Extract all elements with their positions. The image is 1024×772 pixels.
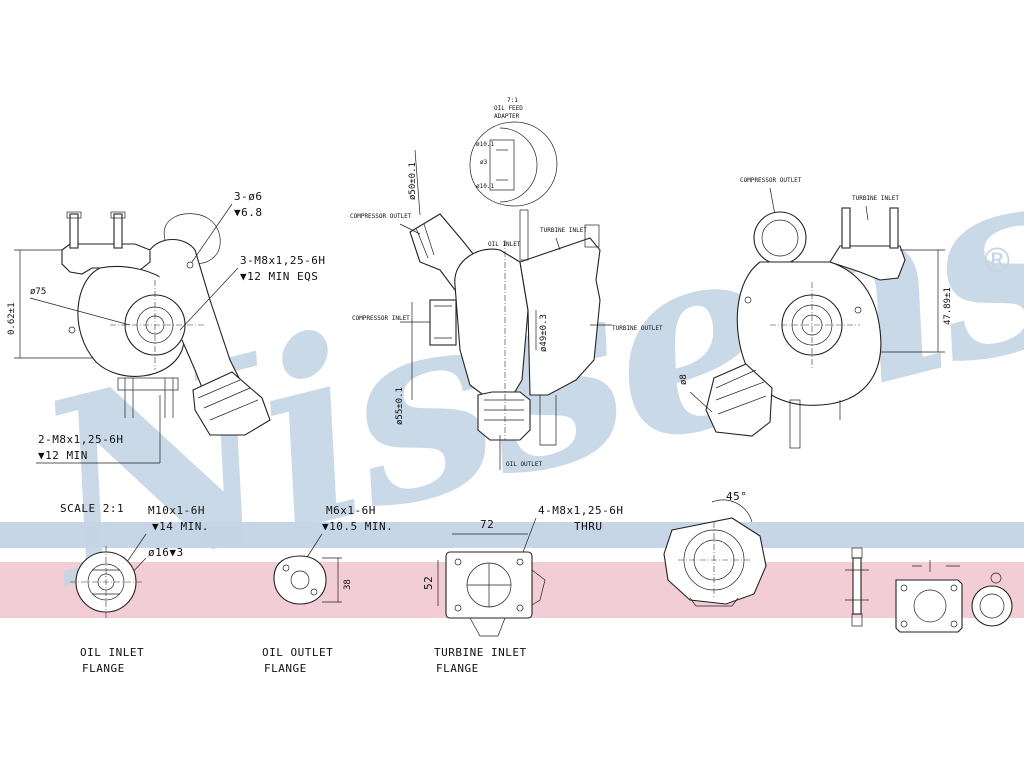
center-oil-inlet: OIL INLET	[488, 241, 521, 248]
detail-sub2: ADAPTER	[494, 113, 520, 120]
oil-outlet-thread: M6x1-6H	[326, 504, 376, 517]
turbo-left-view: 0.62±1 ø75 3-ø6 ▼6.8 3-M8x1,25-6H ▼12 MI…	[7, 190, 325, 464]
left-dim-height: 0.62±1	[7, 302, 17, 335]
oil-inlet-label2: FLANGE	[82, 662, 125, 675]
center-oil-outlet: OIL OUTLET	[506, 461, 543, 468]
center-dim-bottom: ø55±0.1	[395, 387, 405, 425]
center-turbine-inlet: TURBINE INLET	[540, 227, 587, 234]
turbine-inlet-height: 52	[422, 576, 435, 590]
right-turbine-inlet: TURBINE INLET	[852, 195, 899, 202]
oil-inlet-flange: M10x1-6H ▼14 MIN. ø16▼3 OIL INLET FLANGE	[70, 504, 209, 675]
oil-outlet-label2: FLANGE	[264, 662, 307, 675]
left-thread1: 3-M8x1,25-6H	[240, 254, 325, 267]
turbo-center-view: 7:1 OIL FEED ADAPTER ø10.1 ø3 ø10.1 ø50±…	[350, 97, 663, 470]
left-holes-depth: ▼6.8	[234, 206, 263, 219]
oil-feed-pipe	[845, 547, 869, 627]
left-holes: 3-ø6	[234, 190, 263, 203]
turbine-inlet-thru: THRU	[574, 520, 603, 533]
center-turbine-outlet: TURBINE OUTLET	[612, 325, 663, 332]
center-compressor-inlet: COMPRESSOR INLET	[352, 315, 410, 322]
left-dim-diameter: ø75	[30, 287, 46, 297]
turbo-right-view: COMPRESSOR OUTLET TURBINE INLET 47.89±1 …	[679, 177, 953, 449]
right-compressor-outlet: COMPRESSOR OUTLET	[740, 177, 802, 184]
right-dim-left: ø8	[679, 374, 689, 385]
detail-d2: ø3	[480, 159, 488, 166]
blue-band	[0, 522, 1024, 548]
turbine-inlet-label2: FLANGE	[436, 662, 479, 675]
oil-outlet-flange: M6x1-6H ▼10.5 MIN. 38 OIL OUTLET FLANGE	[262, 504, 393, 675]
turbine-outlet-view: 45°	[663, 490, 767, 607]
turbine-inlet-flange: 4-M8x1,25-6H THRU 72 52 TURBINE INLET FL…	[422, 504, 623, 675]
left-thread2-depth: ▼12 MIN	[38, 449, 88, 462]
detail-title: 7:1	[507, 97, 518, 104]
oil-inlet-bore: ø16▼3	[148, 546, 184, 559]
turbine-inlet-thread: 4-M8x1,25-6H	[538, 504, 623, 517]
left-thread1-depth: ▼12 MIN EQS	[240, 270, 318, 283]
oil-inlet-thread: M10x1-6H	[148, 504, 205, 517]
oil-inlet-depth: ▼14 MIN.	[152, 520, 209, 533]
outlet-angle: 45°	[726, 490, 747, 503]
center-dim-mid: ø49±0.3	[539, 314, 549, 352]
left-thread2: 2-M8x1,25-6H	[38, 433, 123, 446]
oil-outlet-depth: ▼10.5 MIN.	[322, 520, 393, 533]
scale-label: SCALE 2:1	[60, 502, 124, 515]
turbine-inlet-label1: TURBINE INLET	[434, 646, 527, 659]
oil-inlet-label1: OIL INLET	[80, 646, 144, 659]
gasket-set	[895, 560, 1013, 633]
detail-sub1: OIL FEED	[494, 105, 523, 112]
turbine-inlet-width: 72	[480, 518, 494, 531]
oil-outlet-dim: 38	[343, 579, 353, 590]
oil-outlet-label1: OIL OUTLET	[262, 646, 333, 659]
center-compressor-outlet: COMPRESSOR OUTLET	[350, 213, 412, 220]
registered-mark: ®	[980, 241, 1014, 281]
detail-d3: ø10.1	[476, 183, 494, 190]
center-dim-top: ø50±0.1	[408, 162, 418, 200]
detail-d1: ø10.1	[476, 141, 494, 148]
right-dim-right: 47.89±1	[943, 287, 953, 325]
